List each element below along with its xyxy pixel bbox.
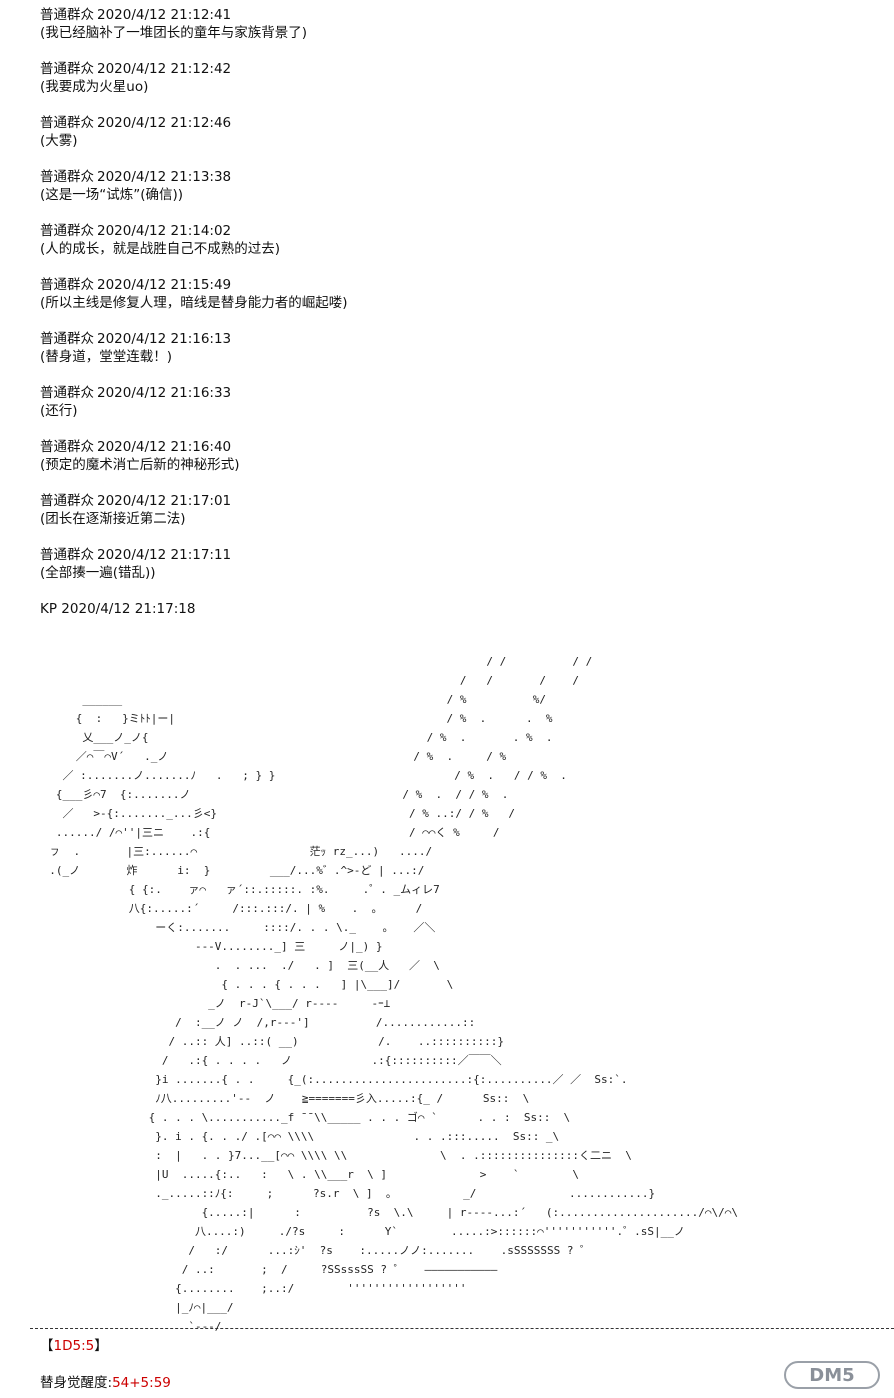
message-text: (我已经脑补了一堆团长的童年与家族背景了) <box>40 25 308 41</box>
message-text: (大雾) <box>40 133 78 149</box>
message-timestamp: 2020/4/12 21:13:38 <box>97 169 232 185</box>
message-sender: 普通群众 <box>40 385 94 401</box>
message-sender: 普通群众 <box>40 277 94 293</box>
message-sender: 普通群众 <box>40 439 94 455</box>
kp-sender: KP <box>40 601 57 617</box>
message-text: (我要成为火星uo) <box>40 79 149 95</box>
dashed-divider <box>30 1328 894 1329</box>
kp-message-header: KP 2020/4/12 21:17:18 <box>40 600 195 618</box>
message-sender: 普通群众 <box>40 331 94 347</box>
kp-timestamp: 2020/4/12 21:17:18 <box>61 601 196 617</box>
message-timestamp: 2020/4/12 21:16:33 <box>97 385 232 401</box>
roll-dice-value: 1D5:5 <box>53 1338 95 1354</box>
message-text: (团长在逐渐接近第二法) <box>40 511 186 527</box>
message-timestamp: 2020/4/12 21:16:40 <box>97 439 232 455</box>
message-sender: 普通群众 <box>40 223 94 239</box>
roll-open-bracket: 【 <box>40 1338 54 1354</box>
message-timestamp: 2020/4/12 21:14:02 <box>97 223 232 239</box>
awakening-result: 替身觉醒度:54+5:59 <box>40 1374 171 1392</box>
message-timestamp: 2020/4/12 21:12:41 <box>97 7 232 23</box>
message-text: (全部揍一遍(错乱)) <box>40 565 156 581</box>
message-timestamp: 2020/4/12 21:12:46 <box>97 115 232 131</box>
message-timestamp: 2020/4/12 21:12:42 <box>97 61 232 77</box>
message-sender: 普通群众 <box>40 7 94 23</box>
message-sender: 普通群众 <box>40 61 94 77</box>
message-sender: 普通群众 <box>40 115 94 131</box>
message-sender: 普通群众 <box>40 169 94 185</box>
message-text: (还行) <box>40 403 78 419</box>
result-label: 替身觉醒度: <box>40 1375 113 1391</box>
dice-roll: 【1D5:5】 <box>40 1337 108 1355</box>
message-timestamp: 2020/4/12 21:17:01 <box>97 493 232 509</box>
message-timestamp: 2020/4/12 21:15:49 <box>97 277 232 293</box>
svg-text:DM5: DM5 <box>809 1365 854 1386</box>
message-text: (所以主线是修复人理，暗线是替身能力者的崛起喽) <box>40 295 348 311</box>
message-text: (替身道，堂堂连载！) <box>40 349 173 365</box>
message-timestamp: 2020/4/12 21:17:11 <box>97 547 232 563</box>
message-timestamp: 2020/4/12 21:16:13 <box>97 331 232 347</box>
roll-close-bracket: 】 <box>94 1338 108 1354</box>
message-text: (人的成长，就是战胜自己不成熟的过去) <box>40 241 281 257</box>
message-sender: 普通群众 <box>40 547 94 563</box>
ascii-art: / / / / / / / / ______ / % %/ { : }ミﾄﾄ|ー… <box>49 655 738 1333</box>
message-sender: 普通群众 <box>40 493 94 509</box>
dm5-logo: DM5 <box>784 1361 880 1389</box>
message-text: (这是一场“试炼”(确信)) <box>40 187 184 203</box>
result-value: 54+5:59 <box>112 1375 171 1391</box>
message-text: (预定的魔术消亡后新的神秘形式) <box>40 457 240 473</box>
